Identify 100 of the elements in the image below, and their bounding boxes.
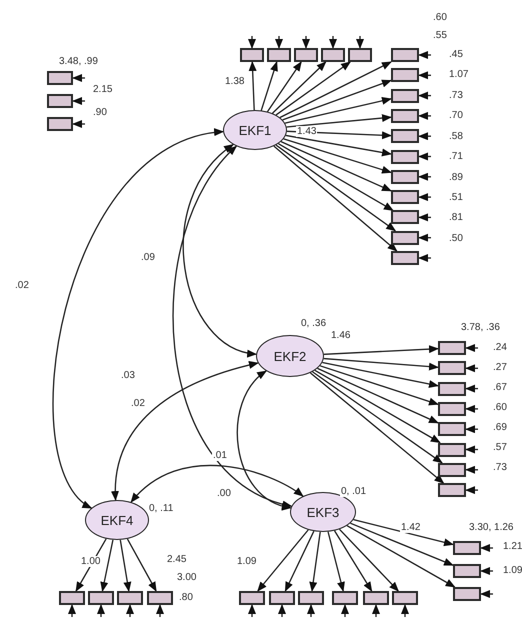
arrow: [156, 604, 164, 617]
arrow: [480, 567, 493, 575]
arrow: [329, 36, 337, 49]
arrow: [418, 152, 431, 160]
arrow: [324, 345, 439, 355]
arrow: [334, 530, 372, 592]
indicator-box: [332, 591, 358, 605]
estimate-label: 2.15: [92, 84, 114, 95]
estimate-label: 3.78, .36: [460, 322, 501, 333]
estimate-label: 1.43: [296, 126, 318, 137]
indicator-box: [348, 48, 372, 62]
edge-label: .02: [130, 398, 146, 409]
arrow: [68, 604, 76, 617]
arrow: [72, 74, 85, 82]
estimate-label: .50: [448, 233, 464, 244]
arrow: [418, 51, 431, 59]
indicator-box: [391, 129, 419, 144]
arrow: [418, 92, 431, 100]
estimate-label: 3.00: [176, 572, 198, 583]
arrow: [272, 61, 326, 114]
arrow: [72, 97, 85, 105]
estimate-label: .71: [448, 151, 464, 162]
arrow: [312, 371, 443, 464]
estimate-label: .80: [178, 592, 194, 603]
indicator-box: [391, 190, 419, 204]
arrow: [401, 604, 409, 617]
indicator-box: [117, 591, 143, 605]
arrow: [372, 604, 380, 617]
estimate-label: 1.42: [400, 522, 422, 533]
estimate-label: .69: [492, 422, 508, 433]
indicator-box: [47, 94, 73, 108]
indicator-box: [391, 170, 419, 184]
indicator-box: [269, 591, 295, 605]
arrow: [309, 532, 321, 592]
arrow: [480, 544, 493, 552]
arrow: [418, 71, 431, 80]
latent-factor-ellipse: [256, 335, 324, 377]
indicator-box: [438, 422, 466, 436]
estimate-label: 3.48, .99: [58, 56, 99, 67]
estimate-label: .60: [432, 12, 448, 23]
arrow: [286, 130, 392, 140]
arrow: [350, 522, 454, 566]
arrow: [480, 590, 493, 598]
estimate-label: .81: [448, 212, 464, 223]
factor-name: EKF2: [274, 348, 306, 364]
indicator-box: [453, 564, 481, 578]
arrow: [465, 425, 478, 434]
indicator-box: [438, 442, 466, 456]
variance-label: 0, .01: [340, 486, 368, 497]
arrow: [257, 529, 309, 592]
double-headed-arrow: [52, 130, 224, 509]
double-headed-arrow: [182, 144, 258, 356]
indicator-box: [239, 591, 265, 605]
arrow: [248, 604, 256, 617]
factor-name: EKF1: [238, 122, 272, 138]
indicator-box: [438, 361, 466, 376]
edge-label: .01: [212, 450, 228, 461]
indicator-box: [391, 210, 419, 224]
indicator-box: [453, 541, 481, 555]
arrow: [465, 486, 478, 494]
edge-label: .03: [120, 370, 136, 381]
indicator-box: [391, 230, 419, 245]
estimate-label: .58: [448, 131, 464, 142]
estimate-label: .73: [492, 462, 508, 473]
estimate-label: 1.09: [502, 565, 522, 576]
arrow: [356, 36, 364, 49]
arrow: [324, 358, 439, 371]
arrow: [317, 368, 439, 424]
estimate-label: 1.21: [502, 541, 522, 552]
indicator-box: [453, 587, 481, 601]
estimate-label: 3.30, 1.26: [468, 522, 514, 533]
arrow: [339, 528, 400, 592]
indicator-box: [438, 462, 466, 477]
arrow: [280, 141, 392, 192]
estimate-label: .67: [492, 382, 508, 393]
indicator-box: [438, 483, 466, 498]
estimate-label: .60: [492, 402, 508, 413]
indicator-box: [391, 150, 419, 164]
estimate-label: .73: [448, 90, 464, 101]
estimate-label: .89: [448, 172, 464, 183]
estimate-label: .70: [448, 110, 464, 121]
arrow: [327, 532, 345, 592]
edge-label: .02: [14, 280, 30, 291]
arrow: [418, 112, 431, 120]
estimate-label: .51: [448, 192, 464, 203]
arrow: [302, 36, 310, 49]
indicator-box: [391, 88, 419, 103]
estimate-label: .90: [92, 107, 108, 118]
arrow: [283, 138, 392, 174]
arrow: [353, 519, 454, 546]
indicator-box: [240, 48, 264, 62]
double-headed-arrow: [130, 464, 304, 503]
arrow: [284, 530, 314, 592]
indicator-box: [438, 382, 466, 396]
indicator-box: [147, 591, 173, 605]
estimate-label: .24: [492, 342, 508, 353]
estimate-label: .55: [432, 30, 448, 41]
arrow: [286, 134, 392, 156]
indicator-box: [298, 591, 324, 605]
indicator-box: [392, 591, 418, 605]
